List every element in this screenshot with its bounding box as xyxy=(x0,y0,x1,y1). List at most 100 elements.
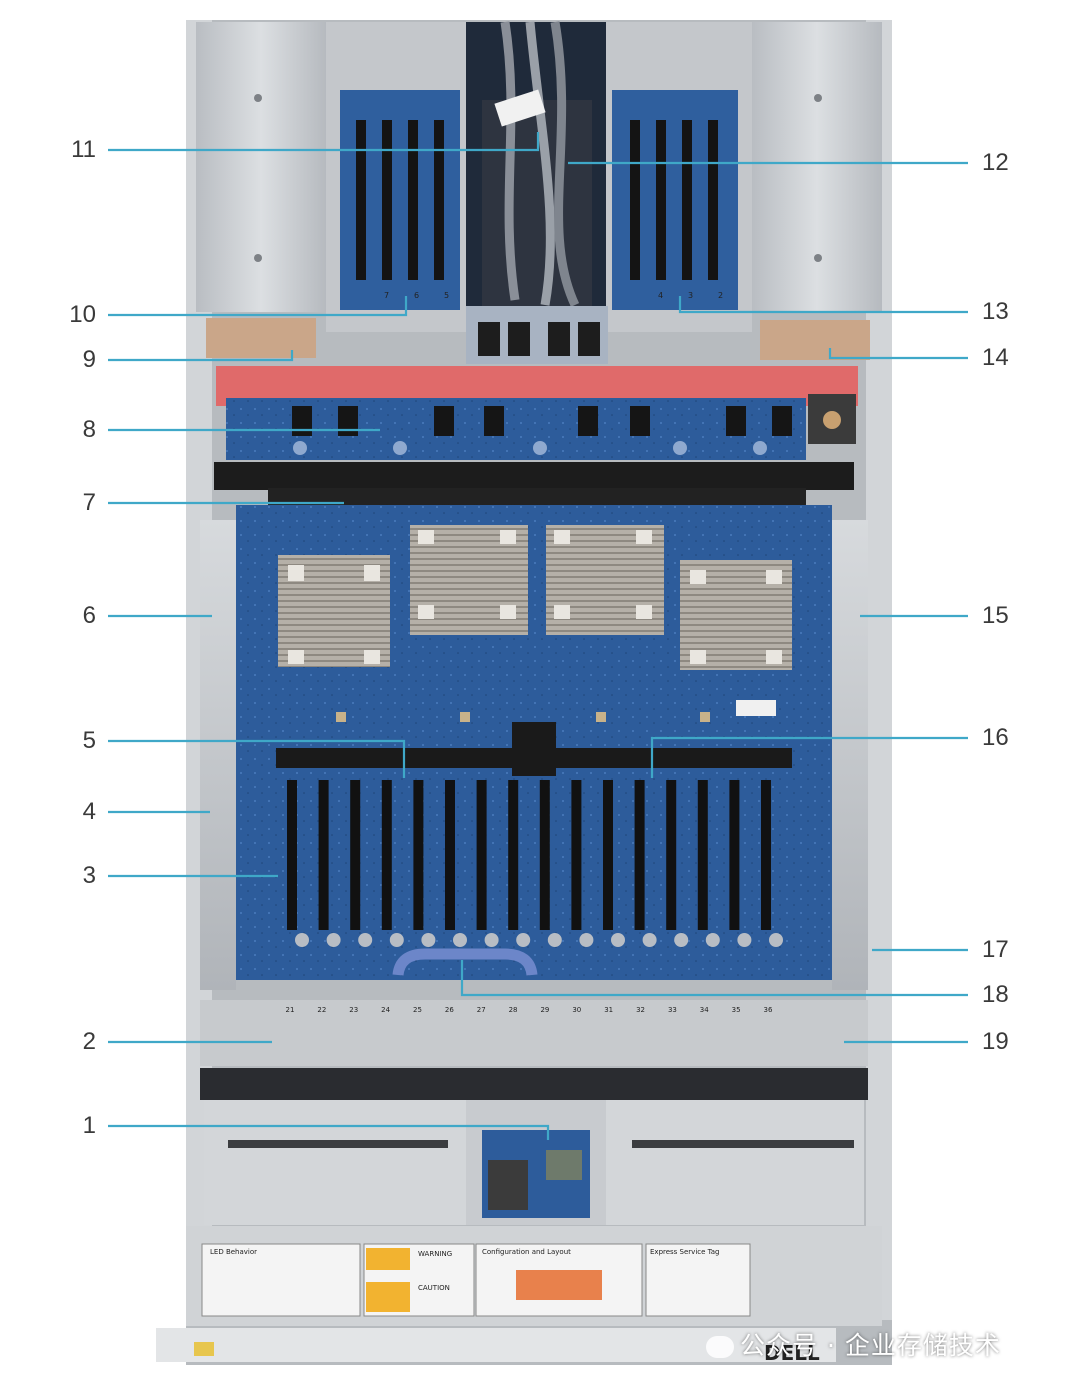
express-service-tag-label xyxy=(645,1243,751,1317)
callout-12: 12 xyxy=(982,149,1009,176)
riser-slot xyxy=(408,120,418,280)
callout-2: 2 xyxy=(82,1028,96,1055)
front-bay-left xyxy=(204,1100,466,1225)
pcie-slots xyxy=(287,780,783,947)
express-tag-text: Express Service Tag xyxy=(650,1248,720,1256)
callout-10: 10 xyxy=(69,301,96,328)
callout-7: 7 xyxy=(82,489,96,516)
capacitor xyxy=(579,933,594,947)
riser-slots-right: 4 3 2 xyxy=(630,120,723,300)
standoff xyxy=(533,441,547,455)
heatsinks xyxy=(278,525,792,670)
pcie-slot xyxy=(729,780,740,930)
pcie-slot xyxy=(476,780,487,930)
power-connector xyxy=(338,406,358,436)
pcie-slot xyxy=(508,780,519,930)
power-connector xyxy=(726,406,746,436)
tray-slot-number: 32 xyxy=(636,1006,645,1014)
capacitor xyxy=(453,933,467,947)
riser-slot xyxy=(356,120,366,280)
pcie-slot xyxy=(634,780,645,930)
pcie-slot xyxy=(603,780,613,930)
power-connector xyxy=(772,406,792,436)
riser-slot-label: 4 xyxy=(658,291,663,300)
riser-slot-label: 5 xyxy=(444,291,449,300)
capacitor xyxy=(547,933,562,947)
pcie-slot xyxy=(350,780,361,930)
capacitor xyxy=(358,933,373,947)
side-rail-left xyxy=(200,520,236,990)
callout-18: 18 xyxy=(982,981,1009,1008)
callout-lines xyxy=(108,132,968,1140)
riser-slot xyxy=(708,120,718,280)
tray-slot-number: 26 xyxy=(445,1006,454,1014)
capacitor xyxy=(769,933,783,947)
callout-17: 17 xyxy=(982,936,1009,963)
cable-strip xyxy=(214,462,854,490)
callout-line xyxy=(460,960,968,997)
tray-slot-number: 25 xyxy=(413,1006,422,1014)
capacitor xyxy=(642,933,657,947)
capacitor xyxy=(705,933,720,947)
callout-line xyxy=(650,736,968,778)
power-board-connectors xyxy=(292,406,792,455)
capacitor xyxy=(611,933,625,947)
tray-slot-number: 36 xyxy=(764,1006,773,1014)
callout-8: 8 xyxy=(82,416,96,443)
power-connector xyxy=(484,406,504,436)
riser-slot xyxy=(630,120,640,280)
tray-slot-number: 22 xyxy=(317,1006,326,1014)
tray-slot-number: 31 xyxy=(604,1006,613,1014)
air-shroud-rear xyxy=(482,100,592,310)
callout-1: 1 xyxy=(82,1112,96,1139)
tray-slot-number: 28 xyxy=(509,1006,518,1014)
tray-slot-number: 34 xyxy=(700,1006,709,1014)
callout-13: 13 xyxy=(982,298,1009,325)
riser-slot-label: 6 xyxy=(414,291,419,300)
watermark: 公众号 · 企业存储技术 xyxy=(706,1326,1001,1362)
board-handle xyxy=(392,948,538,976)
callout-16: 16 xyxy=(982,724,1009,751)
capacitor xyxy=(674,933,689,947)
tray-slot-number: 21 xyxy=(286,1006,295,1014)
callout-14: 14 xyxy=(982,344,1009,371)
callout-6: 6 xyxy=(82,602,96,629)
drive-tray xyxy=(200,1000,868,1066)
power-connector xyxy=(434,406,454,436)
pcie-slot xyxy=(413,780,424,930)
capacitor xyxy=(737,933,752,947)
capacitor xyxy=(295,933,309,947)
tray-slot-number: 24 xyxy=(381,1006,390,1014)
power-connector-left xyxy=(206,318,316,358)
power-connector xyxy=(578,406,598,436)
callout-9: 9 xyxy=(82,346,96,373)
callout-line xyxy=(108,350,294,362)
pcie-slot xyxy=(761,780,771,930)
pcie-slot xyxy=(381,780,392,930)
pcie-slot xyxy=(318,780,329,930)
callout-15: 15 xyxy=(982,602,1009,629)
power-connector xyxy=(630,406,650,436)
callout-3: 3 xyxy=(82,862,96,889)
front-bay-right xyxy=(606,1100,864,1225)
tray-slot-number: 29 xyxy=(540,1006,549,1014)
riser-slot-label: 3 xyxy=(688,291,693,300)
callout-5: 5 xyxy=(82,727,96,754)
callout-line xyxy=(108,1124,550,1140)
capacitor xyxy=(516,933,531,947)
pcie-slot xyxy=(539,780,550,930)
caution-text: CAUTION xyxy=(418,1284,450,1292)
tray-slot-number: 30 xyxy=(572,1006,581,1014)
tray-slot-number: 33 xyxy=(668,1006,677,1014)
standoff xyxy=(293,441,307,455)
pcie-slot xyxy=(571,780,582,930)
config-layout-text: Configuration and Layout xyxy=(482,1248,571,1256)
riser-slot-label: 2 xyxy=(718,291,723,300)
led-behavior-text: LED Behavior xyxy=(210,1248,257,1256)
pcie-slot xyxy=(697,780,708,930)
capacitor xyxy=(326,933,341,947)
